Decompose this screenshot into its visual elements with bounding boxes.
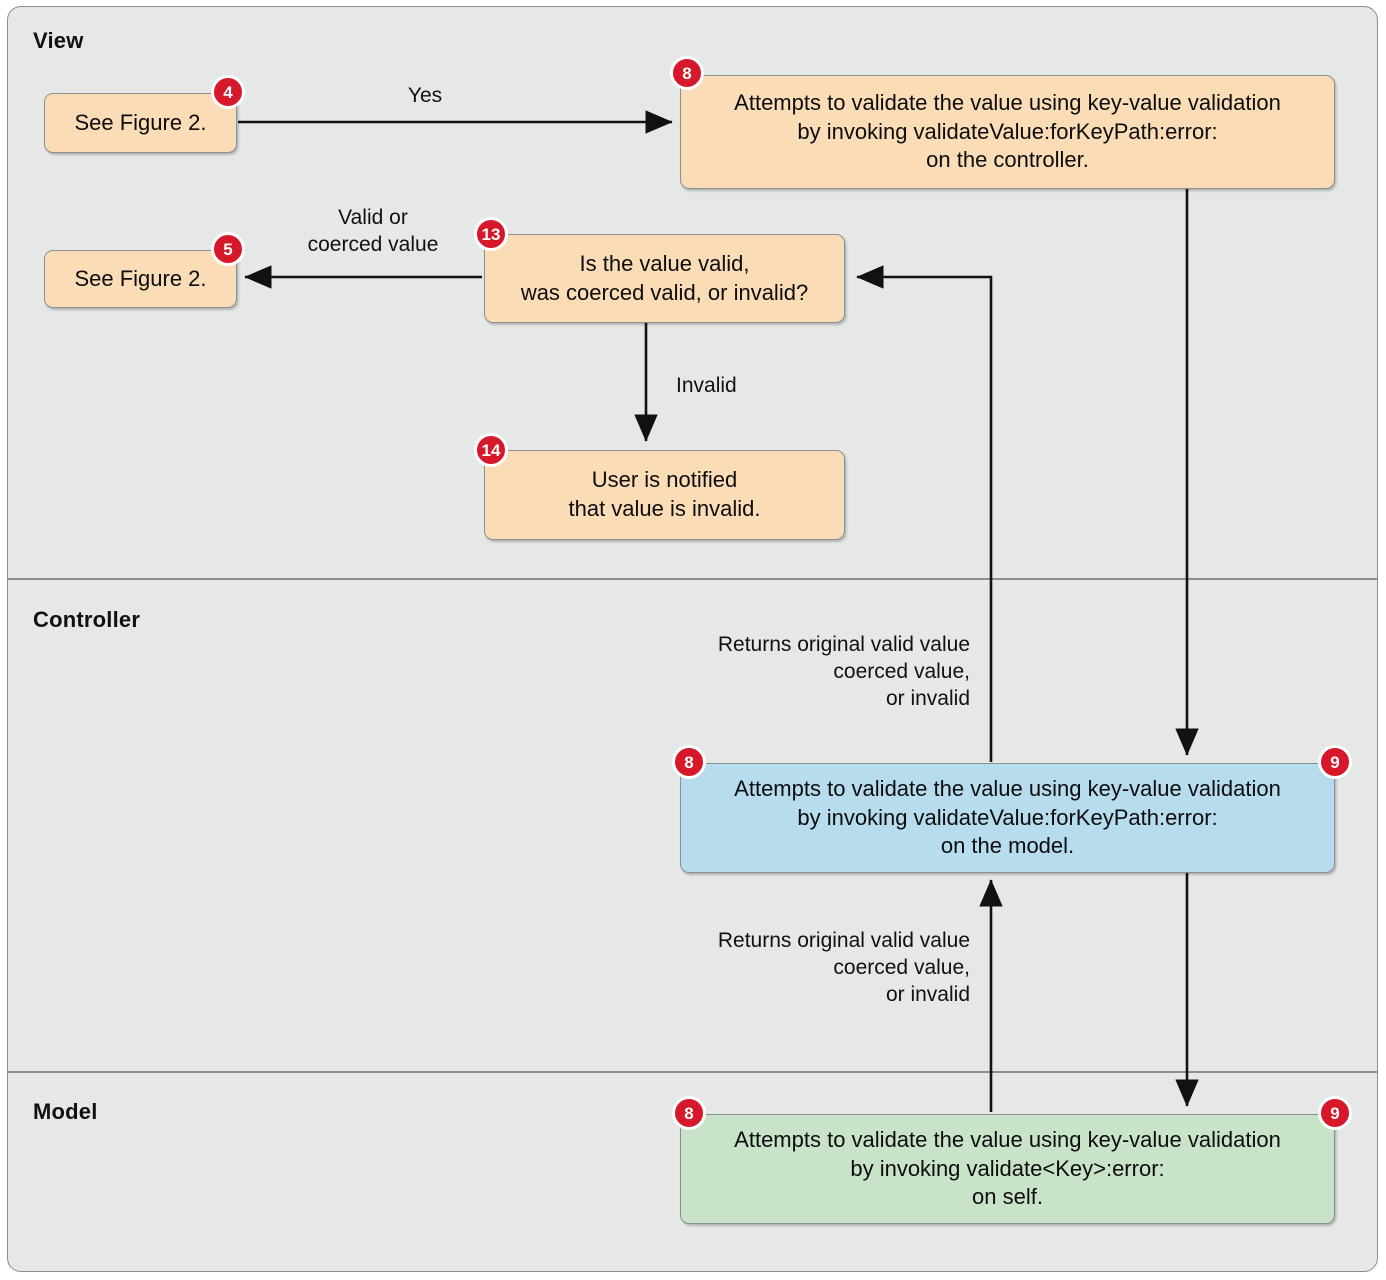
node-view-validate-line3: on the controller. [926,147,1089,173]
node-controller-validate-line2: by invoking validateValue:forKeyPath:err… [797,804,1218,830]
badge-step-9-model: 9 [1318,1096,1352,1130]
lane-title-view: View [33,28,84,53]
badge-step-9-controller: 9 [1318,745,1352,779]
lane-title-model: Model [33,1099,98,1124]
badge-step-8-controller: 8 [672,745,706,779]
node-controller-validate[interactable]: Attempts to validate the value using key… [680,763,1335,873]
edge-label-yes: Yes [407,84,443,107]
edge-label-invalid: Invalid [676,374,737,397]
node-user-notified[interactable]: User is notified that value is invalid. [484,450,845,540]
node-user-notified-line1: User is notified [591,467,738,493]
node-view-validate-line1: Attempts to validate the value using key… [734,90,1281,116]
lane-divider-view-controller [8,578,1378,580]
diagram-frame [7,6,1378,1272]
badge-step-5: 5 [211,232,245,266]
node-controller-validate-line1: Attempts to validate the value using key… [734,776,1281,802]
node-see-figure-2-bottom[interactable]: See Figure 2. [44,250,237,308]
lane-title-controller: Controller [33,607,141,632]
edge-label-returns-from-model: Returns original valid value coerced val… [717,929,970,1006]
badge-step-8-view: 8 [670,56,704,90]
node-see-figure-2-bottom-label: See Figure 2. [74,265,207,291]
badge-step-14: 14 [474,433,508,467]
edge-label-valid-or-coerced-value: Valid or coerced value [307,206,439,256]
node-view-validate[interactable]: Attempts to validate the value using key… [680,75,1335,189]
node-see-figure-2-top-label: See Figure 2. [74,109,207,135]
node-value-valid-decision-line2: was coerced valid, or invalid? [520,279,809,305]
node-controller-validate-line3: on the model. [940,833,1075,859]
badge-step-13: 13 [474,217,508,251]
node-see-figure-2-top[interactable]: See Figure 2. [44,93,237,153]
node-model-validate-line3: on self. [972,1184,1043,1210]
edge-label-returns-from-controller: Returns original valid value coerced val… [717,633,970,710]
node-value-valid-decision-line1: Is the value valid, [579,250,750,276]
lane-divider-controller-model [8,1071,1378,1073]
node-view-validate-line2: by invoking validateValue:forKeyPath:err… [797,118,1218,144]
badge-step-8-model: 8 [672,1096,706,1130]
node-model-validate[interactable]: Attempts to validate the value using key… [680,1114,1335,1224]
node-user-notified-line2: that value is invalid. [568,496,761,521]
node-model-validate-line1: Attempts to validate the value using key… [734,1127,1281,1153]
node-model-validate-line2: by invoking validate<Key>:error: [850,1155,1165,1181]
badge-step-4: 4 [211,75,245,109]
node-value-valid-decision[interactable]: Is the value valid, was coerced valid, o… [484,234,845,323]
